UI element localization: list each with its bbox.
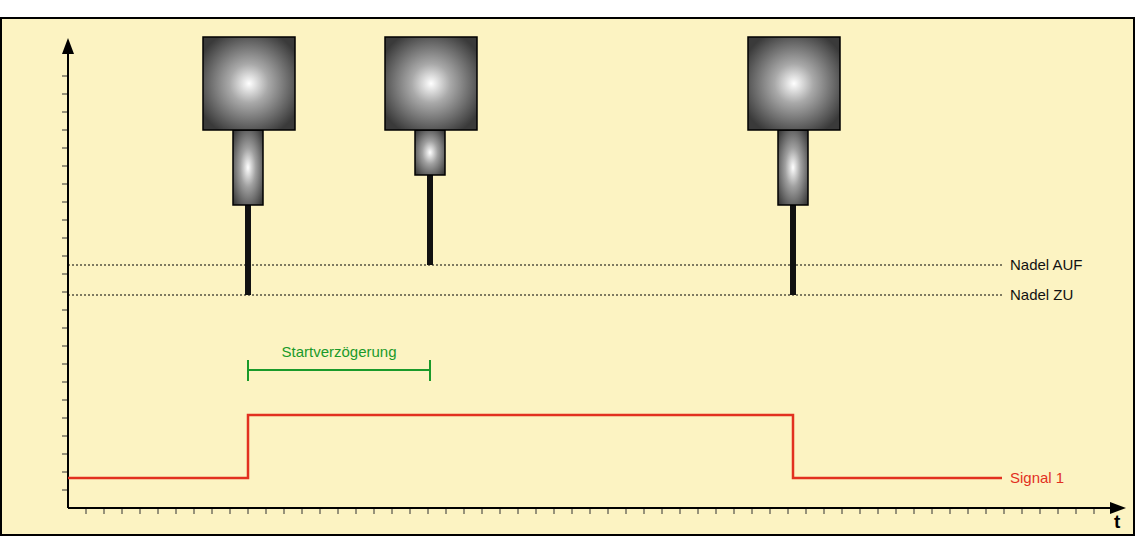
needle-valve [748, 37, 840, 295]
signal-trace [68, 415, 1002, 478]
axis-label: t [1114, 512, 1120, 533]
delay-label: Startverzögerung [281, 344, 396, 361]
delay-bracket [248, 360, 430, 381]
level-label: Nadel AUF [1010, 257, 1083, 274]
axis-arrowhead [62, 38, 74, 54]
time-axis [68, 507, 1112, 509]
level-label: Nadel ZU [1010, 287, 1073, 304]
needle-valve [385, 37, 477, 265]
signal-name: Signal 1 [1010, 470, 1064, 487]
needle-closed-level [68, 295, 1004, 296]
y-axis [67, 52, 69, 508]
panel-ground [1, 18, 1134, 535]
axis-ticks [62, 76, 1094, 514]
needle-open-level [68, 265, 1004, 266]
needle-valve [203, 37, 295, 295]
